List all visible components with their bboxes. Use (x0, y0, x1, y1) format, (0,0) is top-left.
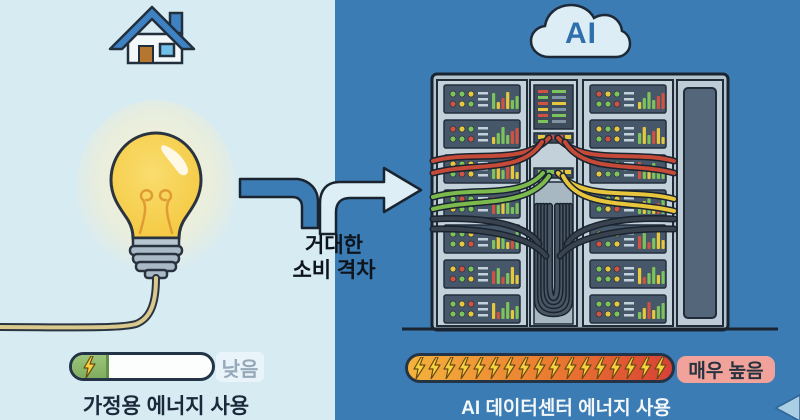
home-energy-gauge (69, 352, 215, 381)
corner-triangle-icon (774, 394, 800, 420)
server-rack-icon (429, 72, 730, 332)
consumption-gap-caption: 거대한 소비 격차 (244, 233, 424, 283)
lightning-bolt-icon (473, 357, 486, 379)
home-gauge-fill (72, 355, 109, 378)
datacenter-level-badge: 매우 높음 (677, 356, 775, 383)
datacenter-energy-label: AI 데이터센터 에너지 사용 (461, 398, 671, 419)
flow-arrow-icon (238, 166, 423, 236)
lightbulb-icon (76, 100, 236, 280)
lightning-bolt-icon (548, 357, 562, 379)
home-level-badge: 낮음 (216, 352, 264, 382)
lightning-bolt-icon (458, 357, 471, 379)
lightning-bolt-icon (503, 357, 516, 379)
lightning-bolt-icon (624, 357, 637, 379)
datacenter-energy-gauge (405, 353, 675, 383)
lightning-bolt-icon (428, 357, 441, 379)
gap-caption-line-2: 소비 격차 (292, 259, 376, 282)
gap-caption-line-1: 거대한 (305, 234, 363, 257)
home-energy-label: 가정용 에너지 사용 (82, 395, 250, 418)
lightning-bolt-icon (518, 357, 531, 379)
lightning-bolt-icon (639, 357, 652, 379)
lightning-bolt-icon (82, 355, 96, 378)
lightning-bolt-icon (413, 357, 426, 379)
house-icon (108, 5, 196, 65)
lightning-bolt-icon (533, 357, 547, 379)
lightning-bolt-icon (443, 357, 456, 379)
lightning-bolt-icon (488, 357, 501, 379)
lightning-bolt-icon (654, 357, 667, 379)
ai-cloud-label: AI (565, 17, 597, 50)
lightning-bolt-icon (563, 357, 577, 379)
ai-cloud-icon (529, 3, 632, 59)
lightning-bolt-icon (609, 357, 622, 379)
power-cord (0, 274, 160, 332)
lightning-bolt-icon (594, 357, 607, 379)
lightning-bolt-icon (578, 357, 592, 379)
